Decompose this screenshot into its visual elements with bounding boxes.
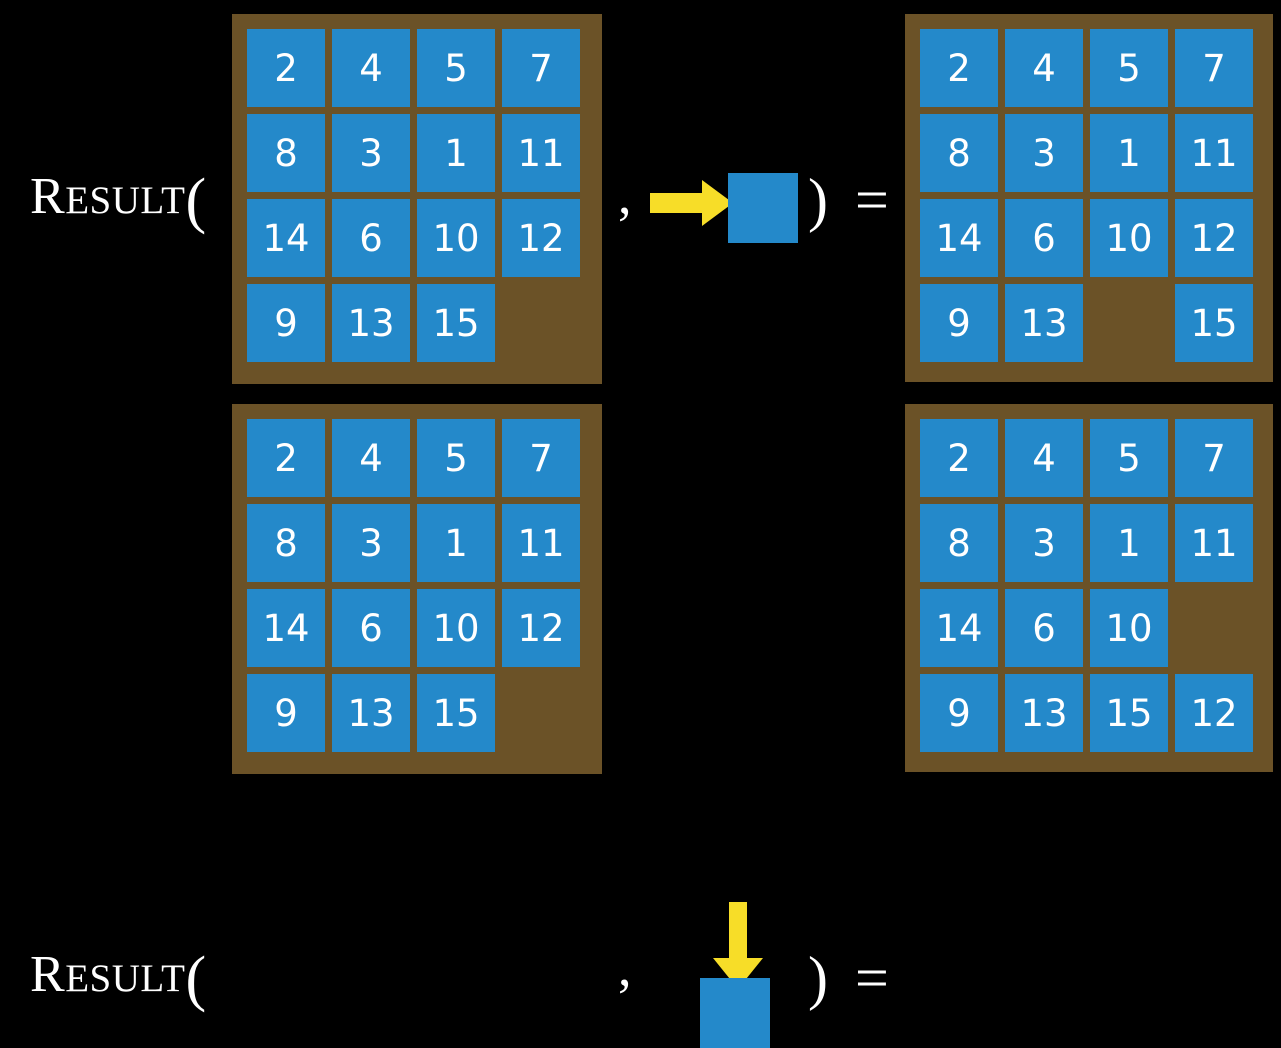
tile[interactable]: 9 — [920, 674, 998, 752]
tile[interactable]: 8 — [247, 114, 325, 192]
tile[interactable]: 7 — [1175, 29, 1253, 107]
tile[interactable]: 7 — [502, 419, 580, 497]
result-label-smallcaps: ESULT — [65, 957, 186, 1000]
tile[interactable]: 4 — [1005, 29, 1083, 107]
tile[interactable]: 13 — [1005, 674, 1083, 752]
tile[interactable]: 15 — [417, 284, 495, 362]
tile[interactable]: 11 — [502, 504, 580, 582]
open-paren: ( — [185, 167, 207, 235]
tile[interactable]: 8 — [247, 504, 325, 582]
tile[interactable]: 4 — [332, 29, 410, 107]
empty-slot — [1090, 284, 1168, 362]
argument-separator-comma: , — [618, 165, 632, 225]
tile[interactable]: 15 — [417, 674, 495, 752]
tile[interactable]: 6 — [1005, 589, 1083, 667]
tile[interactable]: 6 — [332, 589, 410, 667]
tile[interactable]: 9 — [247, 674, 325, 752]
tile[interactable]: 12 — [502, 199, 580, 277]
tile[interactable]: 1 — [1090, 114, 1168, 192]
tile[interactable]: 7 — [1175, 419, 1253, 497]
tile[interactable]: 2 — [920, 419, 998, 497]
result-label-capital: R — [30, 168, 66, 225]
tile[interactable]: 9 — [247, 284, 325, 362]
tile[interactable]: 2 — [247, 419, 325, 497]
tile[interactable]: 9 — [920, 284, 998, 362]
tile[interactable]: 11 — [1175, 114, 1253, 192]
tile[interactable]: 12 — [1175, 674, 1253, 752]
tile[interactable]: 7 — [502, 29, 580, 107]
input-board-row-2: 2 4 5 7 8 3 1 11 14 6 10 12 9 13 15 — [232, 404, 602, 774]
tile[interactable]: 2 — [247, 29, 325, 107]
tile[interactable]: 3 — [332, 504, 410, 582]
arrow-right-icon — [650, 180, 733, 226]
tile[interactable]: 14 — [920, 589, 998, 667]
tile[interactable]: 3 — [332, 114, 410, 192]
tile[interactable]: 1 — [417, 504, 495, 582]
empty-slot — [502, 674, 580, 752]
tile[interactable]: 11 — [1175, 504, 1253, 582]
tile[interactable]: 12 — [1175, 199, 1253, 277]
arrow-down-icon — [713, 902, 763, 989]
tile[interactable]: 1 — [417, 114, 495, 192]
close-paren-equals: ) = — [808, 167, 895, 233]
output-board-row-2: 2 4 5 7 8 3 1 11 14 6 10 9 13 15 12 — [905, 404, 1273, 772]
result-label-row-1: RESULT( — [30, 170, 207, 232]
equation-row-2: RESULT( 2 4 5 7 8 3 1 11 14 6 10 12 9 13… — [0, 390, 1281, 1048]
result-label-capital: R — [30, 946, 66, 1003]
move-tile-indicator[interactable] — [728, 173, 798, 243]
tile[interactable]: 10 — [1090, 199, 1168, 277]
open-paren: ( — [185, 945, 207, 1013]
tile[interactable]: 15 — [1090, 674, 1168, 752]
tile[interactable]: 12 — [502, 589, 580, 667]
tile[interactable]: 10 — [1090, 589, 1168, 667]
empty-slot — [502, 284, 580, 362]
tile[interactable]: 3 — [1005, 114, 1083, 192]
empty-slot — [1175, 589, 1253, 667]
tile[interactable]: 10 — [417, 589, 495, 667]
result-label-row-2: RESULT( — [30, 948, 207, 1010]
tile[interactable]: 8 — [920, 114, 998, 192]
tile[interactable]: 10 — [417, 199, 495, 277]
tile[interactable]: 13 — [332, 674, 410, 752]
argument-separator-comma: , — [618, 937, 632, 997]
move-tile-indicator[interactable] — [700, 978, 770, 1048]
output-board-row-1: 2 4 5 7 8 3 1 11 14 6 10 12 9 13 15 — [905, 14, 1273, 382]
input-board-row-1: 2 4 5 7 8 3 1 11 14 6 10 12 9 13 15 — [232, 14, 602, 384]
tile[interactable]: 5 — [1090, 419, 1168, 497]
tile[interactable]: 6 — [1005, 199, 1083, 277]
tile[interactable]: 5 — [417, 419, 495, 497]
tile[interactable]: 15 — [1175, 284, 1253, 362]
equation-row-1: RESULT( 2 4 5 7 8 3 1 11 14 6 10 12 9 13… — [0, 0, 1281, 390]
tile[interactable]: 6 — [332, 199, 410, 277]
tile[interactable]: 5 — [417, 29, 495, 107]
result-label-smallcaps: ESULT — [65, 179, 186, 222]
tile[interactable]: 3 — [1005, 504, 1083, 582]
tile[interactable]: 14 — [247, 589, 325, 667]
tile[interactable]: 1 — [1090, 504, 1168, 582]
tile[interactable]: 13 — [332, 284, 410, 362]
tile[interactable]: 13 — [1005, 284, 1083, 362]
close-paren-equals: ) = — [808, 945, 895, 1011]
tile[interactable]: 14 — [247, 199, 325, 277]
tile[interactable]: 14 — [920, 199, 998, 277]
tile[interactable]: 5 — [1090, 29, 1168, 107]
tile[interactable]: 8 — [920, 504, 998, 582]
tile[interactable]: 2 — [920, 29, 998, 107]
tile[interactable]: 4 — [1005, 419, 1083, 497]
tile[interactable]: 11 — [502, 114, 580, 192]
tile[interactable]: 4 — [332, 419, 410, 497]
